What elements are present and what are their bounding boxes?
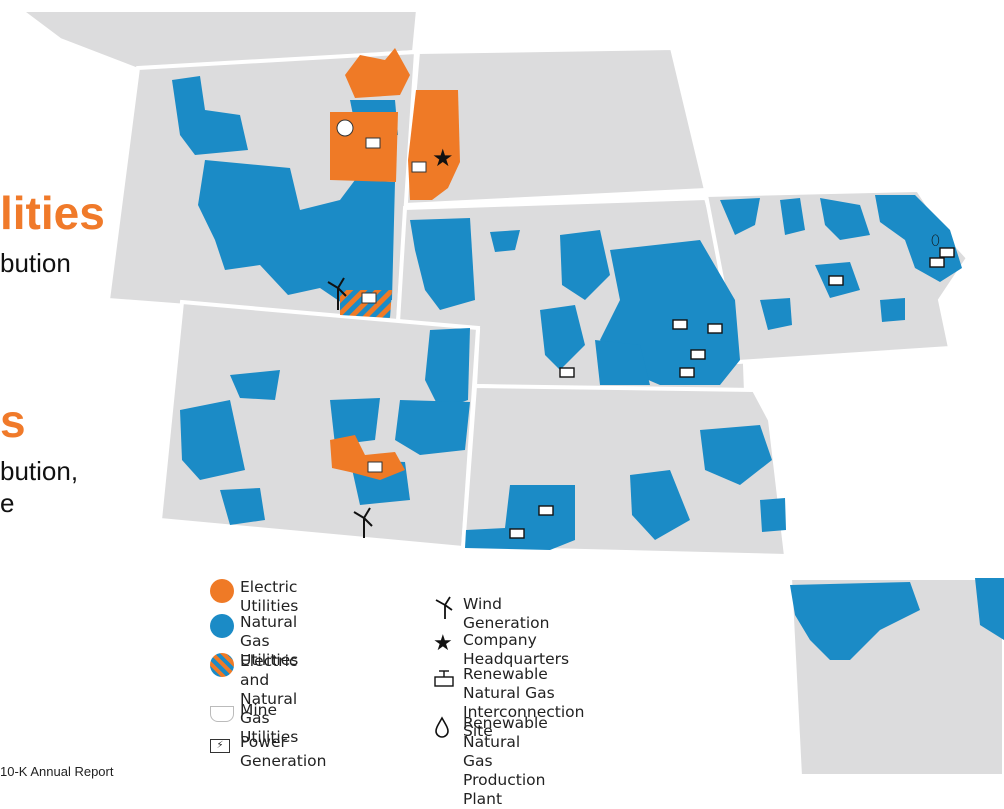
gas-territory [198,160,395,305]
segment-heading-electric: lities [0,187,105,239]
legend-label: Renewable Natural Gas Production Plant [463,714,548,808]
mine-cart-icon [336,119,354,137]
legend-item: Electric and Natural Gas Utilities [210,652,298,747]
legend-label: Electric and Natural Gas Utilities [240,652,299,746]
rng-valve-icon [434,670,454,687]
segment-description-gas-line2: e [0,488,15,518]
gas-territory [975,578,1004,640]
gas-utilities-swatch [210,614,234,638]
wind-turbine-icon [435,596,453,619]
gas-territory [330,398,380,445]
gas-and-electric-territory [340,290,392,318]
electric-territory [330,435,405,480]
electric-and-gas-swatch [210,653,234,677]
legend-item: Electric Utilities [210,578,298,616]
legend-item: ⚡ Power Generation [210,733,326,771]
gas-territory [220,488,265,525]
gas-territory [490,230,520,252]
rng-valve-icon [509,247,955,539]
legend-item: Mine [210,701,277,727]
legend-item: Renewable Natural Gas Interconnection Si… [433,665,584,741]
gas-territory [230,370,280,400]
gas-territory [410,218,475,310]
legend-label: Power Generation [240,733,327,770]
legend-label: Wind Generation [463,595,550,632]
legend-label: Natural Gas Utilities [240,613,299,669]
mine-cart-icon [210,706,234,722]
legend-label: Renewable Natural Gas Interconnection Si… [463,665,585,740]
gas-territory [395,400,470,455]
legend-item: Renewable Natural Gas Production Plant [433,714,548,809]
legend-item: ★ Company Headquarters [433,631,569,669]
star-icon: ★ [432,144,454,172]
flame-drop-icon [435,716,449,738]
legend-label: Company Headquarters [463,631,570,668]
gas-territory [595,340,650,385]
power-plant-icon: ⚡ [210,739,230,753]
wind-turbine-icon [327,277,347,310]
gas-territory [880,298,905,322]
electric-territory [345,48,410,98]
gas-territory [630,470,690,540]
electric-utilities-swatch [210,579,234,603]
gas-territory [172,76,248,155]
wind-turbine-icon [353,507,373,538]
gas-territory [790,582,920,660]
segment-description-electric: bution [0,248,71,278]
gas-territory [820,198,870,240]
legend-item: Natural Gas Utilities [210,613,298,670]
gas-territory [560,230,610,300]
flame-drop-icon: ⬯ [931,233,940,249]
gas-territory [465,485,575,550]
power-plant-icon [361,137,427,473]
footnote: 10-K Annual Report [0,764,114,779]
star-icon: ★ [433,631,453,656]
gas-territory [540,305,585,370]
gas-territory [180,400,245,480]
segment-description-gas-line1: bution, [0,456,79,486]
gas-territory [780,198,805,235]
gas-territory [720,198,760,235]
gas-territory [760,298,792,330]
legend-label: Electric Utilities [240,578,299,615]
gas-territory [760,498,786,532]
gas-territory [425,328,470,410]
service-territory-map: ★ ⬯ [20,10,1004,776]
gas-territory [700,425,772,485]
legend-label: Mine [240,701,278,719]
segment-heading-gas: s [0,395,26,447]
legend-item: Wind Generation [433,595,549,633]
